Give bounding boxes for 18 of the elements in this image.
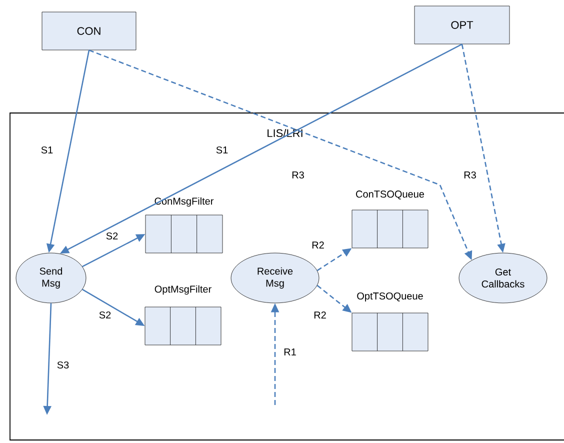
edge-label: R3 (290, 170, 306, 180)
node-label: OptTSOQueue (357, 292, 423, 302)
edge-label: R1 (282, 348, 298, 356)
edge-label: S3 (56, 360, 70, 370)
edge-label: R3 (462, 170, 478, 180)
edge-label: S2 (98, 310, 112, 320)
node-label: OptMsgFilter (154, 285, 212, 295)
edge-label: R2 (310, 240, 326, 250)
edge-label: S2 (104, 231, 120, 241)
queue-drawing: OptMsgFilter (144, 284, 222, 346)
queue-drawing: OptTSOQueue (352, 291, 428, 352)
edge-label: R2 (312, 310, 328, 320)
edge-label: S1 (214, 145, 230, 155)
actor-box: CON (42, 12, 136, 50)
edge-label: S1 (40, 145, 54, 155)
queue-drawing: ConTSOQueue (352, 190, 428, 248)
node-label: ConTSOQueue (356, 190, 424, 200)
actor-box: OPT (414, 6, 510, 44)
